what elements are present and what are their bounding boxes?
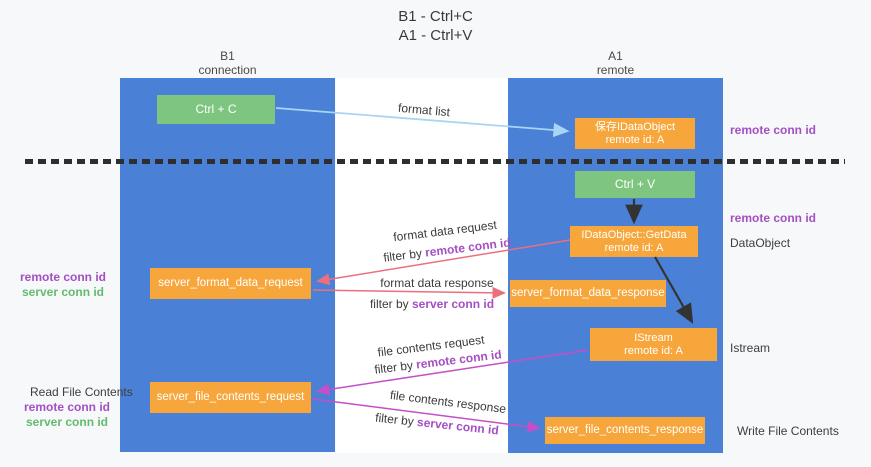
label-remote-conn-id-mid-right: remote conn id bbox=[730, 211, 817, 225]
node-format-response-label: server_format_data_response bbox=[511, 287, 665, 299]
node-istream-line1: IStream bbox=[634, 331, 673, 344]
label-dataobject: DataObject bbox=[730, 236, 791, 250]
label-write-file-contents: Write File Contents bbox=[737, 424, 839, 438]
lane-left-subtitle: connection bbox=[198, 63, 257, 77]
label-server-conn-id-left2: server conn id bbox=[25, 415, 109, 429]
node-save-dataobject: 保存IDataObject remote id: A bbox=[575, 118, 695, 149]
edge-label-filter-server-1: filter by server conn id bbox=[370, 297, 494, 311]
edge-label-format-data-response: format data response bbox=[380, 276, 494, 290]
filter-server-conn-id-1: server conn id bbox=[411, 297, 495, 311]
diagram-title: B1 - Ctrl+C A1 - Ctrl+V bbox=[0, 7, 871, 45]
node-file-request-label: server_file_contents_request bbox=[156, 391, 305, 403]
label-remote-conn-id-top-right: remote conn id bbox=[730, 123, 817, 137]
node-ctrl-v: Ctrl + V bbox=[575, 171, 695, 198]
title-line-1: B1 - Ctrl+C bbox=[398, 8, 473, 25]
node-save-dataobject-line1: 保存IDataObject bbox=[594, 120, 676, 133]
node-server-format-data-request: server_format_data_request bbox=[150, 268, 311, 299]
left-conn-id-block-1: remote conn id server conn id bbox=[8, 270, 118, 300]
node-file-response-label: server_file_contents_response bbox=[546, 424, 704, 436]
title-line-2: A1 - Ctrl+V bbox=[398, 27, 473, 44]
filter-by-text-2: filter by bbox=[369, 297, 412, 311]
label-read-file-contents: Read File Contents bbox=[30, 385, 133, 399]
node-format-request-label: server_format_data_request bbox=[158, 277, 303, 289]
lane-header-right: A1 remote bbox=[508, 49, 723, 77]
lane-right-subtitle: remote bbox=[596, 63, 635, 77]
node-ctrl-v-label: Ctrl + V bbox=[614, 177, 656, 191]
node-server-file-contents-response: server_file_contents_response bbox=[545, 417, 705, 444]
node-istream-line2: remote id: A bbox=[624, 344, 683, 357]
node-istream: IStream remote id: A bbox=[590, 328, 717, 361]
lane-left-title: B1 bbox=[220, 49, 235, 63]
node-getdata-line1: IDataObject::GetData bbox=[581, 228, 687, 241]
left-conn-id-block-2: remote conn id server conn id bbox=[12, 400, 122, 430]
dashed-separator bbox=[25, 159, 845, 164]
label-remote-conn-id-left2: remote conn id bbox=[23, 400, 110, 414]
lane-right-title: A1 bbox=[608, 49, 623, 63]
node-server-format-data-response: server_format_data_response bbox=[510, 280, 666, 307]
node-save-dataobject-line2: remote id: A bbox=[605, 133, 665, 146]
node-server-file-contents-request: server_file_contents_request bbox=[150, 382, 311, 413]
label-server-conn-id-left: server conn id bbox=[21, 285, 105, 299]
node-ctrl-c: Ctrl + C bbox=[157, 95, 275, 124]
label-istream: Istream bbox=[730, 341, 771, 355]
node-ctrl-c-label: Ctrl + C bbox=[195, 102, 237, 116]
label-remote-conn-id-left: remote conn id bbox=[19, 270, 106, 284]
node-idataobject-getdata: IDataObject::GetData remote id: A bbox=[570, 226, 698, 257]
node-getdata-line2: remote id: A bbox=[604, 241, 664, 254]
lane-header-left: B1 connection bbox=[120, 49, 335, 77]
